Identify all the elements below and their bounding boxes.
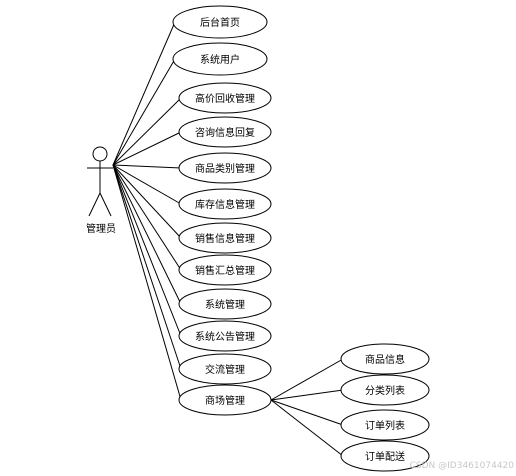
- use-case-label: 系统公告管理: [195, 330, 255, 343]
- use-case-ellipse: [178, 152, 272, 184]
- use-case-uc-exchange: 交流管理: [178, 353, 272, 385]
- use-case-ellipse: [340, 343, 430, 375]
- use-case-label: 咨询信息回复: [195, 126, 255, 139]
- use-case-ellipse: [340, 374, 430, 406]
- use-case-ellipse: [178, 82, 272, 114]
- sub-use-case-sub-category-list: 分类列表: [340, 374, 430, 406]
- use-case-ellipse: [340, 409, 430, 441]
- use-case-uc-notice: 系统公告管理: [178, 320, 272, 352]
- actor-admin: 管理员: [86, 146, 116, 235]
- sub-use-case-sub-order-list: 订单列表: [340, 409, 430, 441]
- use-case-ellipse: [178, 222, 272, 254]
- use-case-label: 订单配送: [365, 450, 405, 463]
- use-case-label: 分类列表: [365, 384, 405, 397]
- association-line-uc-consult: [112, 131, 182, 166]
- sub-use-case-sub-delivery: 订单配送: [340, 440, 430, 472]
- use-case-ellipse: [172, 42, 268, 76]
- use-case-ellipse: [178, 384, 272, 416]
- use-case-label: 商场管理: [205, 394, 245, 407]
- association-line-uc-sales: [112, 164, 182, 239]
- association-line-uc-users: [112, 58, 176, 166]
- use-case-ellipse: [172, 5, 268, 39]
- use-case-uc-home: 后台首页: [172, 5, 268, 39]
- use-case-label: 销售汇总管理: [195, 264, 255, 277]
- actor-leg-left: [88, 192, 101, 217]
- use-case-uc-sales: 销售信息管理: [178, 222, 272, 254]
- use-case-label: 商品类别管理: [195, 162, 255, 175]
- use-case-label: 销售信息管理: [195, 232, 255, 245]
- watermark: CSDN @ID3461074420: [410, 461, 515, 471]
- include-line-sub-delivery: [270, 399, 344, 457]
- actor-head: [92, 146, 108, 162]
- use-case-label: 系统用户: [200, 53, 240, 66]
- use-case-label: 后台首页: [200, 16, 240, 29]
- use-case-label: 高价回收管理: [195, 92, 255, 105]
- use-case-label: 系统管理: [205, 298, 245, 311]
- use-case-label: 库存信息管理: [195, 198, 255, 211]
- association-line-uc-exchange: [112, 164, 182, 370]
- association-line-uc-summary: [112, 164, 182, 271]
- association-line-uc-home: [112, 21, 176, 166]
- use-cases: 后台首页系统用户高价回收管理咨询信息回复商品类别管理库存信息管理销售信息管理销售…: [172, 5, 272, 416]
- use-case-label: 订单列表: [365, 419, 405, 432]
- use-case-uc-users: 系统用户: [172, 42, 268, 76]
- use-case-ellipse: [178, 254, 272, 286]
- association-line-uc-stock: [112, 164, 182, 205]
- use-case-uc-mall: 商场管理: [178, 384, 272, 416]
- association-line-uc-recycle: [112, 97, 182, 166]
- association-line-uc-system: [112, 164, 182, 305]
- actor-leg-right: [99, 192, 112, 217]
- association-line-uc-notice: [112, 164, 182, 337]
- use-case-ellipse: [178, 188, 272, 220]
- use-case-uc-category: 商品类别管理: [178, 152, 272, 184]
- include-line-sub-category-list: [270, 389, 344, 401]
- use-case-uc-system: 系统管理: [178, 288, 272, 320]
- use-case-uc-summary: 销售汇总管理: [178, 254, 272, 286]
- use-case-uc-recycle: 高价回收管理: [178, 82, 272, 114]
- use-case-ellipse: [178, 116, 272, 148]
- use-case-ellipse: [178, 288, 272, 320]
- use-case-ellipse: [340, 440, 430, 472]
- use-case-label: 商品信息: [365, 353, 405, 366]
- use-case-uc-stock: 库存信息管理: [178, 188, 272, 220]
- actor-label: 管理员: [86, 222, 116, 235]
- include-line-sub-goods: [270, 358, 344, 401]
- include-line-sub-order-list: [270, 399, 344, 426]
- use-case-label: 交流管理: [205, 363, 245, 376]
- use-case-ellipse: [178, 353, 272, 385]
- use-case-ellipse: [178, 320, 272, 352]
- sub-use-case-sub-goods: 商品信息: [340, 343, 430, 375]
- association-line-uc-category: [112, 164, 182, 169]
- association-line-uc-mall: [112, 164, 182, 401]
- use-case-uc-consult: 咨询信息回复: [178, 116, 272, 148]
- association-lines: [112, 21, 344, 457]
